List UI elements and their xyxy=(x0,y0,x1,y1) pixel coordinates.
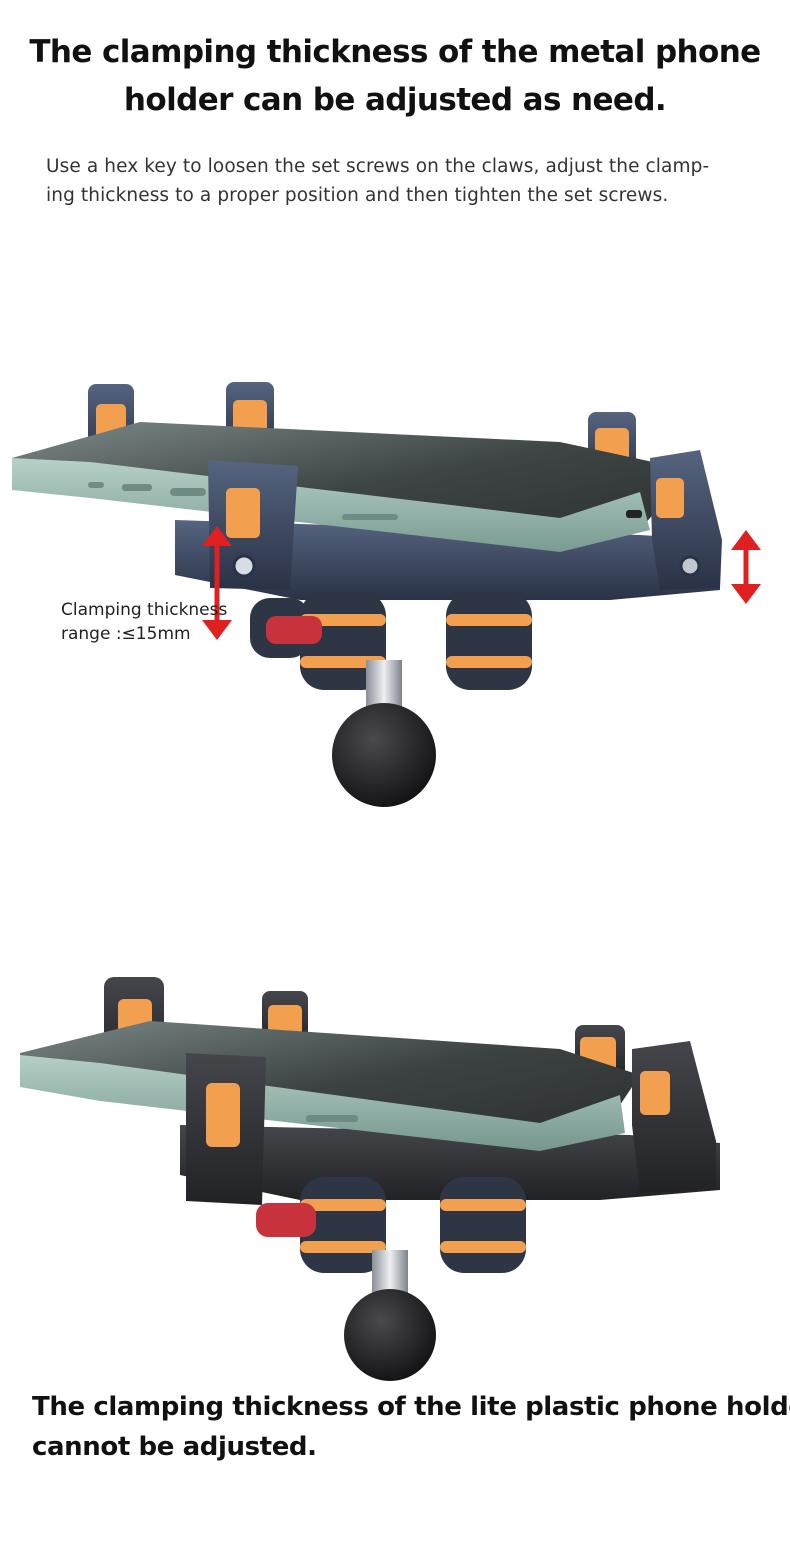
instruction-text: Use a hex key to loosen the set screws o… xyxy=(46,152,776,210)
title-line-1: The clamping thickness of the metal phon… xyxy=(29,34,761,70)
footer-line-2: cannot be adjusted. xyxy=(32,1432,317,1462)
instruction-line-2: ing thickness to a proper position and t… xyxy=(46,185,669,206)
thickness-callout: Clamping thickness range :≤15mm xyxy=(61,598,227,646)
double-arrow-icon xyxy=(202,526,232,640)
double-arrow-icon xyxy=(731,530,761,604)
page-title: The clamping thickness of the metal phon… xyxy=(20,28,770,124)
callout-line-2: range :≤15mm xyxy=(61,624,191,644)
footer-note: The clamping thickness of the lite plast… xyxy=(32,1387,790,1467)
callout-line-1: Clamping thickness xyxy=(61,600,228,620)
plastic-holder-image xyxy=(0,965,790,1385)
footer-line-1: The clamping thickness of the lite plast… xyxy=(32,1392,790,1422)
metal-holder-image xyxy=(0,370,790,820)
title-line-2: holder can be adjusted as need. xyxy=(123,82,667,118)
instruction-line-1: Use a hex key to loosen the set screws o… xyxy=(46,156,710,177)
